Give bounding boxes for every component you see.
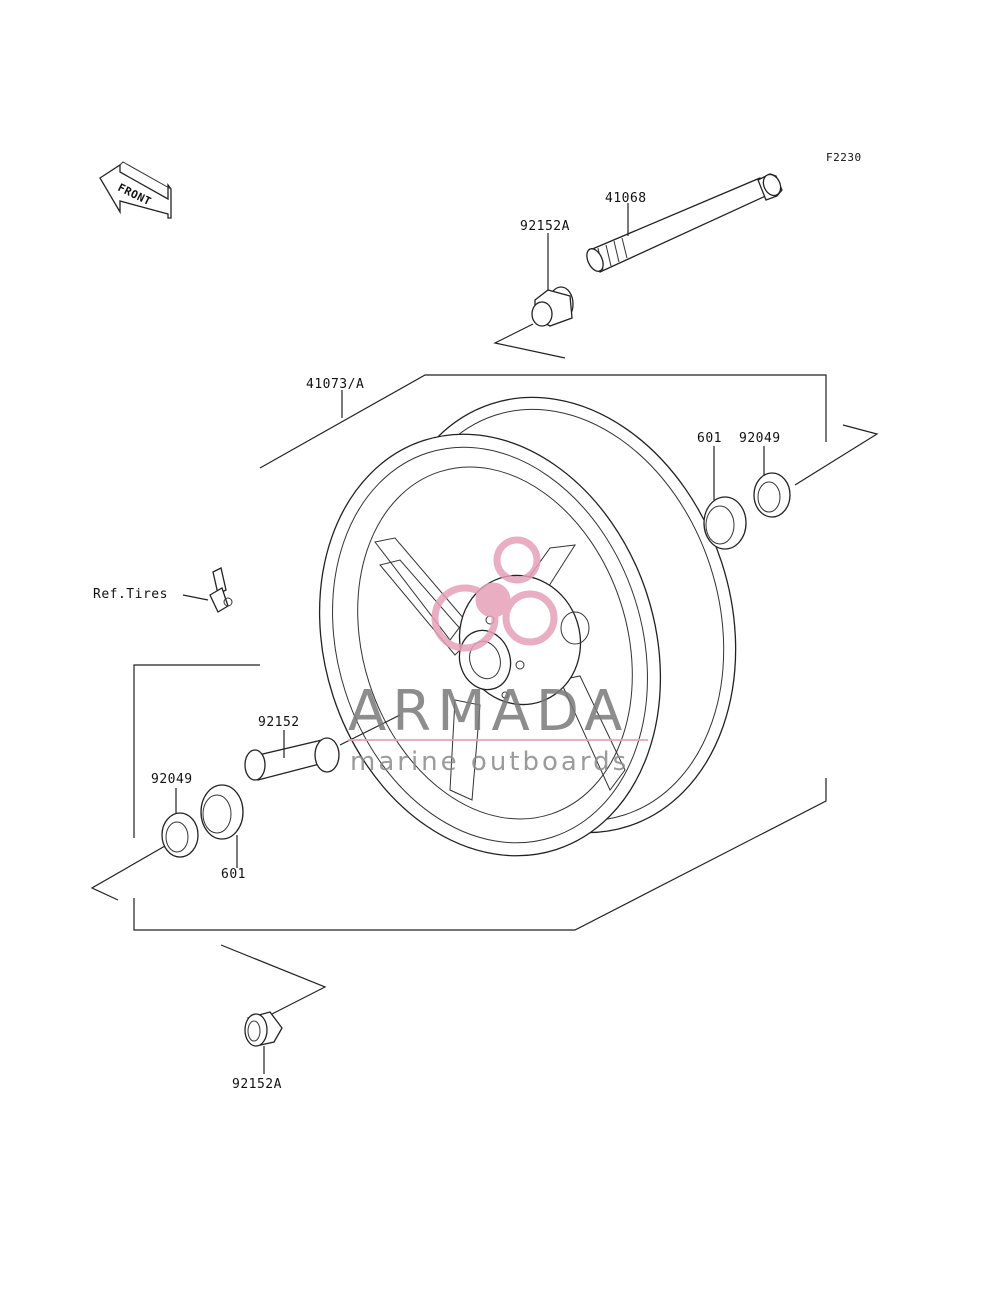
watermark-tagline: marine outboards [350, 747, 629, 777]
bearing-right-part [703, 496, 747, 550]
label-bearing-right: 601 [697, 431, 722, 446]
label-collar-bottom: 92152A [232, 1077, 282, 1092]
label-seal-left: 92049 [151, 772, 193, 787]
collar-top-part [531, 286, 574, 327]
seal-left-part [161, 812, 199, 858]
label-wheel: 41073/A [306, 377, 364, 392]
spacer-part [244, 737, 340, 781]
axle-part [586, 173, 783, 273]
valve-icon [209, 567, 233, 613]
label-collar-top: 92152A [520, 219, 570, 234]
armada-logo-icon [431, 536, 558, 652]
label-axle: 41068 [605, 191, 647, 206]
watermark: ARMADA marine outboards [348, 536, 648, 777]
collar-bottom-part [244, 1011, 283, 1047]
watermark-brand: ARMADA [348, 679, 628, 744]
bearing-left-part [200, 784, 244, 840]
diagram-code: F2230 [826, 151, 862, 164]
label-bearing-left: 601 [221, 867, 246, 882]
label-spacer: 92152 [258, 715, 300, 730]
seal-right-part [753, 472, 791, 518]
label-seal-right: 92049 [739, 431, 781, 446]
front-arrow-icon: FRONT [99, 161, 172, 219]
label-valve: Ref.Tires [93, 587, 168, 602]
